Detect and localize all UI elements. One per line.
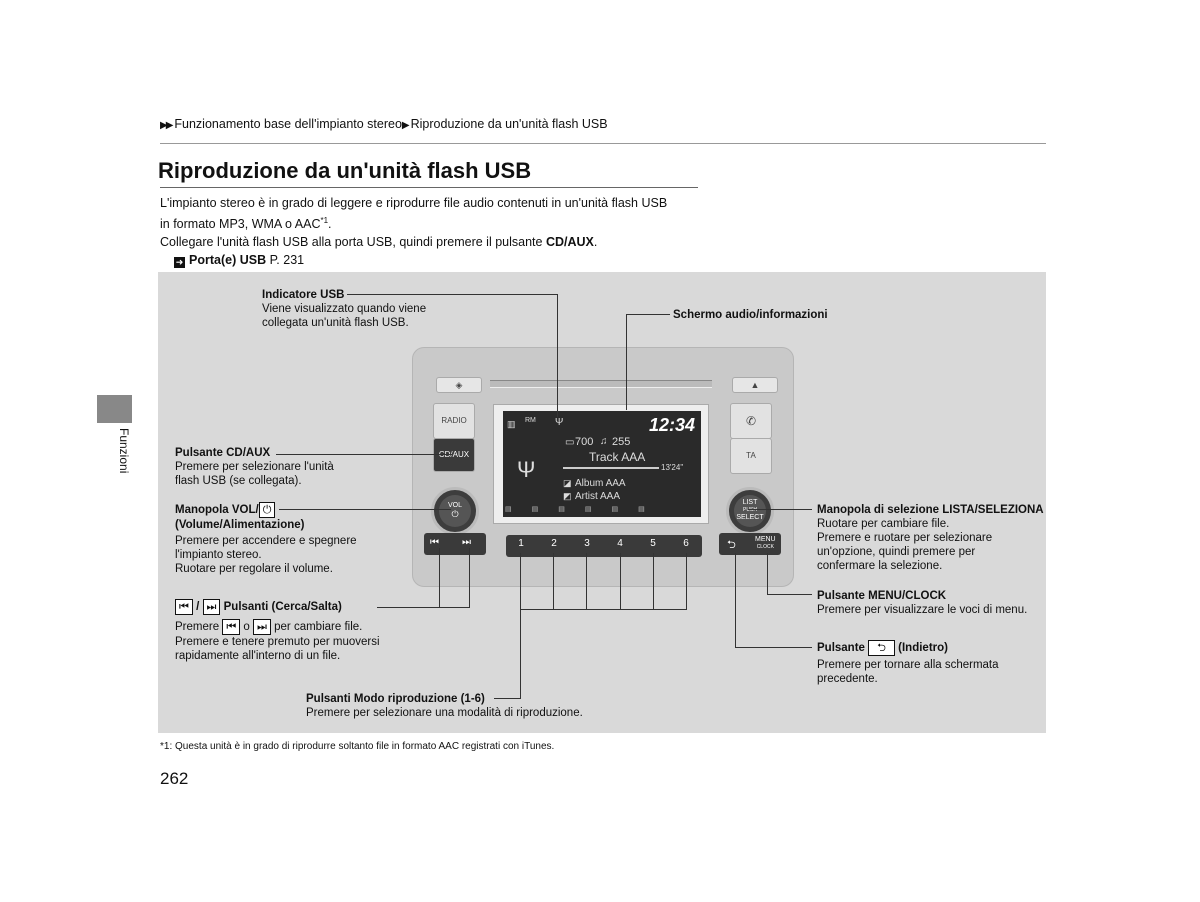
mode-icons-row: ▤▤▤▤▤▤ [505, 505, 699, 515]
play-mode-label: Pulsanti Modo riproduzione (1-6) Premere… [306, 692, 583, 720]
elapsed-time: 13'24" [661, 463, 683, 472]
reference-title[interactable]: Porta(e) USB [189, 253, 266, 267]
footnote: *1: Questa unità è in grado di riprodurr… [160, 741, 554, 752]
signal-icon: ▥ [507, 419, 516, 430]
cross-reference[interactable]: ➜ Porta(e) USB P. 231 [160, 251, 720, 269]
track-number: 255 [612, 436, 630, 448]
breadcrumb-arrows: ▶▶ [160, 120, 171, 131]
seek-forward-icon: ⏭ [203, 599, 221, 615]
usb-large-icon: Ψ [517, 457, 535, 483]
phone-icon: ✆ [731, 414, 771, 428]
title-underline [160, 187, 698, 188]
seek-back-icon: ⏮ [175, 599, 193, 615]
intro-text: L'impianto stereo è in grado di leggere … [160, 194, 720, 269]
eject-button[interactable]: ▲ [732, 377, 778, 393]
preset-2-button[interactable]: 2 [547, 538, 561, 549]
power-icon: ⏻ [259, 502, 276, 518]
seek-label: ⏮ / ⏭ Pulsanti (Cerca/Salta) Premere ⏮ o… [175, 599, 380, 663]
back-icon: ⮌ [868, 640, 895, 656]
audio-info-screen: ▥ RM Ψ 12:34 ▭ 700 ♫ 255 Track AAA 13'24… [503, 411, 701, 517]
rm-label: RM [525, 417, 536, 424]
seek-forward-icon: ⏭ [462, 537, 471, 548]
section-tab [97, 395, 132, 423]
reference-page: P. 231 [266, 253, 304, 267]
header-divider [160, 143, 1046, 144]
preset-5-button[interactable]: 5 [646, 538, 660, 549]
seek-forward-icon: ⏭ [253, 619, 271, 635]
eject-left-button[interactable]: ◈ [436, 377, 482, 393]
page-title: Riproduzione da un'unità flash USB [158, 158, 531, 184]
folder-number: 700 [575, 436, 593, 448]
power-icon: ⏻ [434, 509, 476, 520]
clock-display: 12:34 [649, 415, 695, 436]
album-name: Album AAA [575, 478, 626, 489]
seek-buttons[interactable]: ⏮ ⏭ [424, 533, 486, 555]
cdaux-label: Pulsante CD/AUX Premere per selezionare … [175, 446, 334, 488]
back-label: Pulsante ⮌ (Indietro) Premere per tornar… [817, 640, 999, 686]
seek-back-icon: ⏮ [430, 537, 439, 548]
intro-line: Collegare l'unità flash USB alla porta U… [160, 233, 720, 251]
menu-clock-label: Pulsante MENU/CLOCK Premere per visualiz… [817, 589, 1027, 617]
screen-label: Schermo audio/informazioni [673, 308, 828, 322]
track-name: Track AAA [589, 450, 645, 464]
vol-label: Manopola VOL/⏻ (Volume/Alimentazione) Pr… [175, 502, 357, 576]
reference-arrow-icon: ➜ [174, 257, 185, 268]
album-icon: ◪ [563, 478, 572, 489]
preset-6-button[interactable]: 6 [679, 538, 693, 549]
breadcrumb-item[interactable]: Funzionamento base dell'impianto stereo [174, 117, 402, 131]
preset-buttons: 1 2 3 4 5 6 [506, 535, 702, 557]
page-number: 262 [160, 769, 188, 789]
cd-slot [490, 380, 712, 388]
radio-button[interactable]: RADIO [433, 403, 475, 439]
vol-power-knob[interactable]: VOL ⏻ [431, 487, 479, 535]
list-select-label: Manopola di selezione LISTA/SELEZIONA Ru… [817, 503, 1044, 573]
preset-3-button[interactable]: 3 [580, 538, 594, 549]
preset-4-button[interactable]: 4 [613, 538, 627, 549]
usb-indicator-icon: Ψ [555, 417, 563, 428]
phone-button[interactable]: ✆ [730, 403, 772, 439]
preset-1-button[interactable]: 1 [514, 538, 528, 549]
intro-line: L'impianto stereo è in grado di leggere … [160, 194, 720, 212]
cdaux-button[interactable]: CD/AUX [433, 438, 475, 472]
ta-button[interactable]: TA [730, 438, 772, 474]
section-label: Funzioni [117, 428, 131, 473]
seek-back-icon: ⏮ [222, 619, 240, 635]
folder-icon: ▭ [565, 437, 574, 448]
usb-indicator-label: Indicatore USB Viene visualizzato quando… [262, 288, 426, 330]
progress-bar [563, 467, 659, 469]
artist-icon: ◩ [563, 491, 572, 502]
artist-name: Artist AAA [575, 491, 620, 502]
breadcrumb: ▶▶Funzionamento base dell'impianto stere… [160, 117, 608, 131]
track-icon: ♫ [600, 436, 608, 447]
breadcrumb-item[interactable]: Riproduzione da un'unità flash USB [411, 117, 608, 131]
footnote-ref: *1 [320, 216, 328, 225]
intro-line: in formato MP3, WMA o AAC*1. [160, 212, 720, 233]
breadcrumb-separator: ▶ [402, 120, 408, 131]
